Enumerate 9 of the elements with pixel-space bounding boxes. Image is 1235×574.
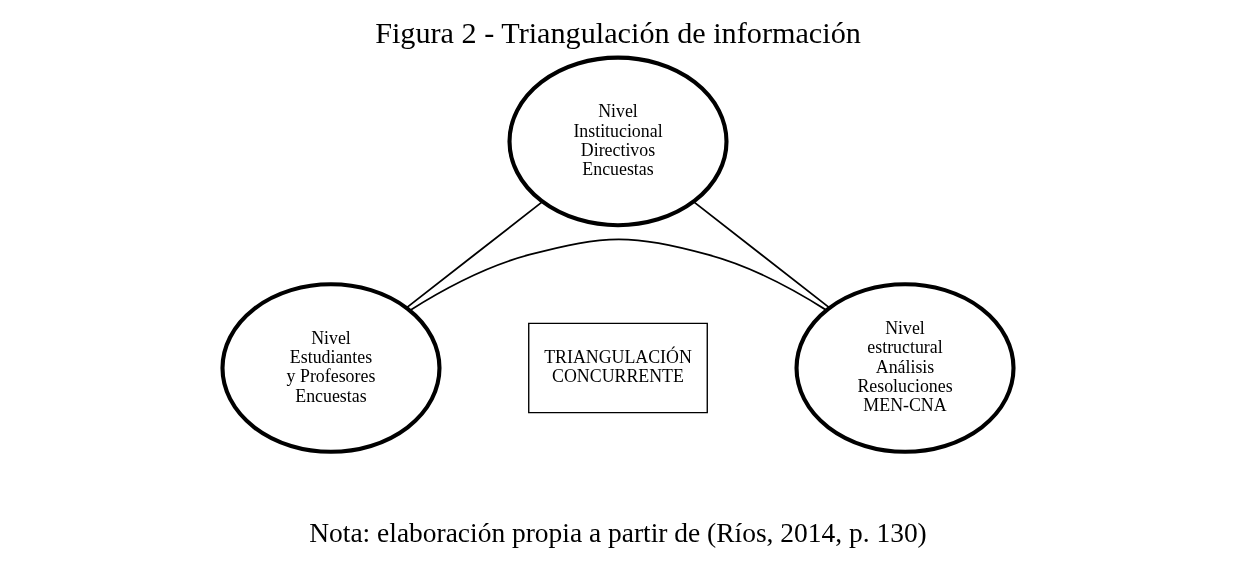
node-ellipse: Nivel estructural Análisis Resoluciones MEN-CNA <box>793 282 1016 454</box>
node-box: TRIANGULACIÓN CONCURRENTE <box>527 322 708 414</box>
node-ellipse: Nivel Institucional Directivos Encuestas <box>506 55 729 228</box>
connector <box>692 201 830 309</box>
diagram-title: Figura 2 - Triangulación de información <box>374 16 861 51</box>
connector <box>405 201 543 309</box>
node-ellipse: Nivel Estudiantes y Profesores Encuestas <box>219 282 442 454</box>
connector <box>408 238 827 312</box>
caption: Nota: elaboración propia a partir de (Ríos, 2014, p. 130) <box>308 518 927 549</box>
